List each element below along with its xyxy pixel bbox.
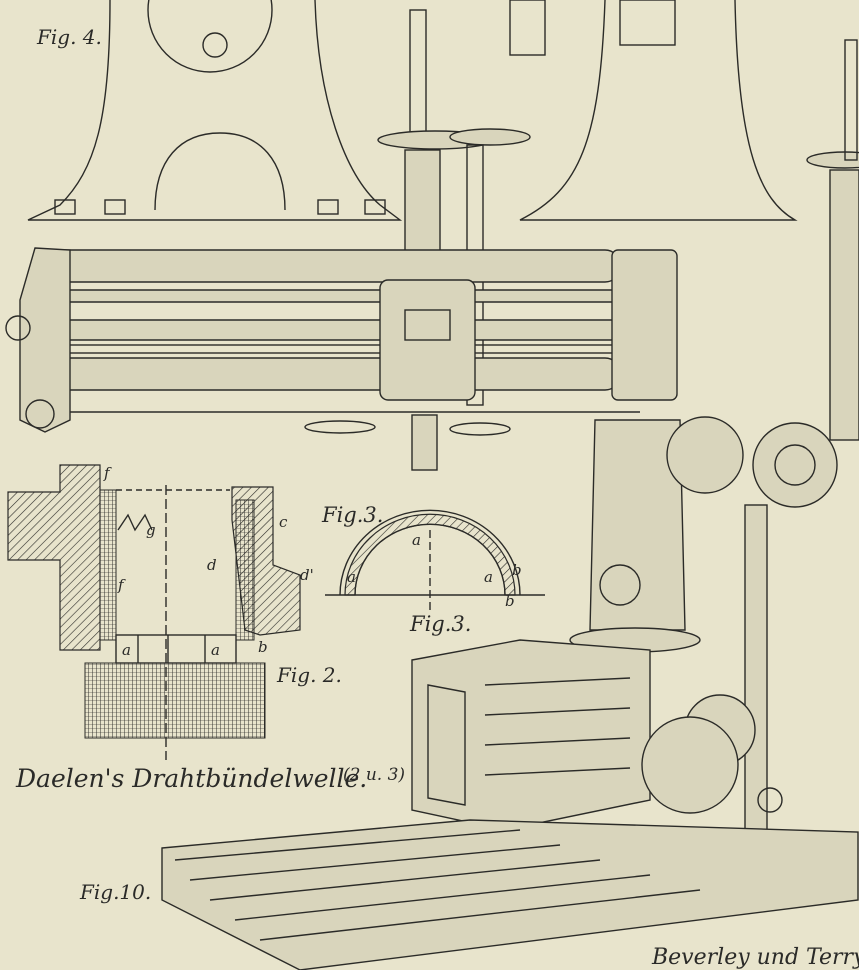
fig2-letter-b: b bbox=[258, 638, 268, 656]
caption-daelen-ref: (2 u. 3) bbox=[343, 765, 405, 785]
fig4-housing-drawing bbox=[27, 0, 798, 221]
fig2-label: Fig. 2. bbox=[276, 663, 342, 687]
fig3-letter-b-bottom: b bbox=[505, 592, 515, 610]
fig3-letter-b-right: b bbox=[512, 561, 522, 579]
fig3-top-label: Fig.3. bbox=[321, 503, 383, 527]
fig2-letter-f-mid: f bbox=[117, 576, 126, 594]
caption-beverley-terry: Beverley und Terry's bbox=[651, 945, 859, 970]
fig3-letter-a-right: a bbox=[484, 568, 493, 586]
fig3-ring-drawing bbox=[325, 509, 545, 610]
fig3-bottom-label: Fig.3. bbox=[409, 612, 471, 636]
caption-daelen: Daelen's Drahtbündelwelle. bbox=[15, 764, 367, 793]
fig2-shaft-section-drawing bbox=[7, 464, 301, 760]
fig10-label: Fig.10. bbox=[79, 880, 151, 904]
fig2-letter-f-top: f bbox=[103, 464, 112, 482]
fig10-radial-drill-drawing bbox=[5, 9, 859, 970]
fig2-letter-d: d bbox=[207, 556, 217, 574]
fig2-letter-g: g bbox=[146, 521, 156, 539]
fig2-letter-d-prime: d' bbox=[300, 566, 314, 584]
fig3-letter-a-top: a bbox=[412, 531, 421, 549]
fig4-label: Fig. 4. bbox=[36, 25, 102, 49]
fig2-letter-c: c bbox=[279, 513, 288, 531]
fig2-letter-a-left: a bbox=[122, 641, 131, 659]
fig3-letter-a-left: a bbox=[347, 568, 356, 586]
fig2-letter-a-right: a bbox=[211, 641, 220, 659]
